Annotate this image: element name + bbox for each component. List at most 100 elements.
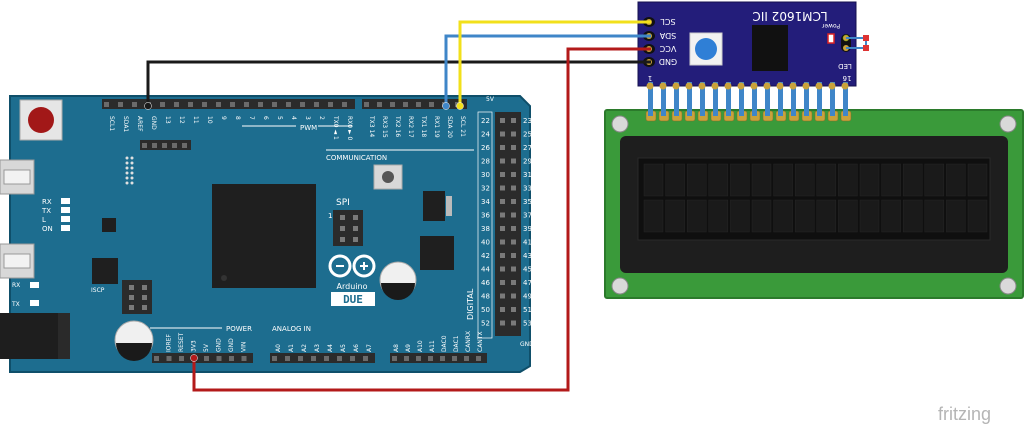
top-mid-header-pin[interactable] xyxy=(300,102,305,107)
wire-gnd[interactable] xyxy=(146,60,651,108)
top-mid-header-pin[interactable] xyxy=(258,102,263,107)
analog2-header-pin[interactable] xyxy=(416,356,421,361)
digital-pin[interactable] xyxy=(500,118,505,123)
top-left-header-pin[interactable] xyxy=(118,102,123,107)
top-mid-header-pin[interactable] xyxy=(244,102,249,107)
spi-pin[interactable] xyxy=(353,237,358,242)
digital-pin[interactable] xyxy=(500,253,505,258)
digital-pin[interactable] xyxy=(511,212,516,218)
digital-pin[interactable] xyxy=(500,212,505,218)
spi-pin[interactable] xyxy=(353,226,358,231)
iscp-pin[interactable] xyxy=(142,295,147,300)
top-right-header-pin[interactable] xyxy=(403,102,408,107)
digital-pin[interactable] xyxy=(511,118,516,123)
analog-header-pin[interactable] xyxy=(272,356,277,361)
power-header-pin[interactable] xyxy=(179,356,184,361)
top-right-header-pin[interactable] xyxy=(429,102,434,107)
digital-pin[interactable] xyxy=(511,226,516,231)
jtag-header[interactable] xyxy=(140,140,191,150)
iscp-pin[interactable] xyxy=(129,285,134,290)
top-left-header-pin[interactable] xyxy=(230,102,235,107)
top-left-header-pin[interactable] xyxy=(132,102,137,107)
digital-pin[interactable] xyxy=(500,320,505,326)
jtag-pin[interactable] xyxy=(172,143,177,148)
digital-pin[interactable] xyxy=(500,226,505,231)
analog2-header-pin[interactable] xyxy=(404,356,409,361)
wire-endpoint[interactable] xyxy=(144,102,152,110)
digital-pin[interactable] xyxy=(511,280,516,285)
digital-pin[interactable] xyxy=(500,145,505,150)
spi-pin[interactable] xyxy=(340,226,345,231)
analog2-header-pin[interactable] xyxy=(428,356,433,361)
power-header-pin[interactable] xyxy=(166,356,172,361)
top-mid-header-pin[interactable] xyxy=(328,102,333,107)
top-mid-header-pin[interactable] xyxy=(314,102,319,107)
power-header-pin[interactable] xyxy=(216,356,222,361)
digital-pin[interactable] xyxy=(500,293,505,299)
top-right-header-pin[interactable] xyxy=(416,102,421,107)
analog2-header-pin[interactable] xyxy=(392,356,397,361)
top-right-header-pin[interactable] xyxy=(390,102,395,107)
wire-endpoint[interactable] xyxy=(456,102,464,110)
digital-pin[interactable] xyxy=(500,185,505,191)
top-pin-headers[interactable] xyxy=(102,99,467,109)
analog-header-pin[interactable] xyxy=(363,356,368,361)
top-mid-header-pin[interactable] xyxy=(286,102,291,107)
top-left-header-pin[interactable] xyxy=(174,102,179,107)
jtag-pin[interactable] xyxy=(162,143,167,148)
digital-pin[interactable] xyxy=(511,185,516,191)
digital-pin[interactable] xyxy=(511,293,516,299)
spi-pin[interactable] xyxy=(353,215,358,220)
bottom-pin-headers[interactable] xyxy=(152,353,487,363)
digital-pin[interactable] xyxy=(500,158,505,164)
digital-pin[interactable] xyxy=(511,307,516,312)
power-header-pin[interactable] xyxy=(229,356,234,361)
iscp-pin[interactable] xyxy=(142,285,147,290)
digital-pin[interactable] xyxy=(511,199,516,204)
analog-header-pin[interactable] xyxy=(337,356,342,361)
power-header-pin[interactable] xyxy=(154,356,159,361)
analog-header-pin[interactable] xyxy=(298,356,303,361)
digital-pin[interactable] xyxy=(511,145,516,150)
wire-sda[interactable] xyxy=(444,34,651,108)
power-header-pin[interactable] xyxy=(241,356,247,361)
digital-pin[interactable] xyxy=(500,131,505,137)
top-left-header-pin[interactable] xyxy=(160,102,165,107)
digital-pin[interactable] xyxy=(500,172,505,177)
wire-vcc[interactable] xyxy=(192,47,651,392)
iscp-header[interactable] xyxy=(122,280,152,314)
digital-pin[interactable] xyxy=(511,158,516,164)
analog2-header-pin[interactable] xyxy=(476,356,481,361)
top-mid-header-pin[interactable] xyxy=(342,102,347,107)
led-jumper[interactable] xyxy=(841,34,869,52)
iscp-pin[interactable] xyxy=(142,305,147,310)
digital-pin-header[interactable] xyxy=(495,112,521,336)
top-mid-header-pin[interactable] xyxy=(272,102,277,107)
spi-pin[interactable] xyxy=(340,237,345,242)
analog2-header-pin[interactable] xyxy=(452,356,457,361)
analog2-header-pin[interactable] xyxy=(464,356,469,361)
top-left-header-pin[interactable] xyxy=(188,102,193,107)
wire-endpoint[interactable] xyxy=(190,354,198,362)
digital-pin[interactable] xyxy=(511,172,516,177)
digital-pin[interactable] xyxy=(500,280,505,285)
analog-header-pin[interactable] xyxy=(350,356,355,361)
top-left-header-pin[interactable] xyxy=(216,102,221,107)
top-right-header-pin[interactable] xyxy=(364,102,369,107)
digital-pin[interactable] xyxy=(500,307,505,312)
digital-pin[interactable] xyxy=(500,239,505,245)
digital-pin[interactable] xyxy=(511,266,516,272)
top-left-header-pin[interactable] xyxy=(104,102,109,107)
spi-header[interactable] xyxy=(333,210,363,246)
analog-header-pin[interactable] xyxy=(285,356,290,361)
digital-pin[interactable] xyxy=(511,239,516,245)
analog-header-pin[interactable] xyxy=(311,356,316,361)
jtag-pin[interactable] xyxy=(142,143,147,148)
spi-pin[interactable] xyxy=(340,215,345,220)
digital-pin[interactable] xyxy=(511,320,516,326)
power-header-pin[interactable] xyxy=(204,356,209,361)
iscp-pin[interactable] xyxy=(129,295,134,300)
wire-endpoint[interactable] xyxy=(442,102,450,110)
top-left-header-pin[interactable] xyxy=(202,102,207,107)
top-right-header-pin[interactable] xyxy=(377,102,382,107)
